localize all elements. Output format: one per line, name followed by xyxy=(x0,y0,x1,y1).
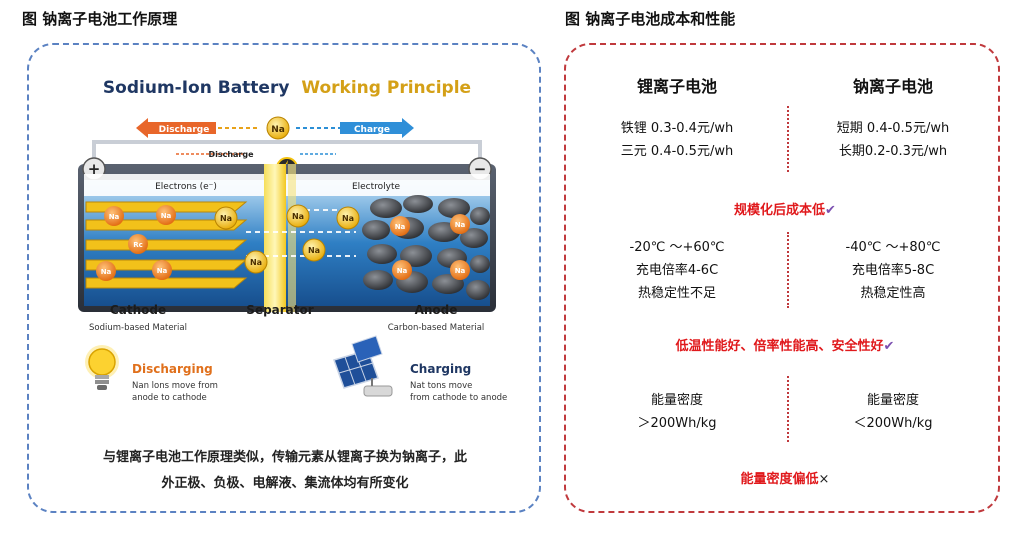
li-thermal-stability: 热稳定性不足 xyxy=(637,286,716,301)
na-ion-top xyxy=(266,116,290,140)
cost-divider xyxy=(787,106,789,172)
discharge-arrow-label: Discharge xyxy=(159,125,210,135)
performance-divider xyxy=(787,232,789,308)
na-ion-top-label: Na xyxy=(271,125,285,135)
check-icon: ✔ xyxy=(825,203,836,218)
svg-text:Na: Na xyxy=(161,212,172,220)
external-wire xyxy=(92,140,482,164)
li-cost-ternary: 三元 0.4-0.5元/wh xyxy=(620,144,734,159)
anode-label: Anode xyxy=(415,303,458,317)
energy-conclusion: 能量密度偏低× xyxy=(590,468,980,487)
discharging-desc-1: Nan lons move from xyxy=(132,381,218,391)
na-cost-short: 短期 0.4-0.5元/wh xyxy=(836,121,950,136)
charge-arrow-label: Charge xyxy=(354,125,390,135)
li-performance-cell: -20℃ ～+60℃ 充电倍率4-6C 热稳定性不足 xyxy=(592,236,762,305)
sodium-column-header: 钠离子电池 xyxy=(852,77,933,96)
diagram-title-part1: Sodium-Ion Battery xyxy=(103,78,290,98)
battery-diagram: Sodium-Ion Battery Working Principle Dis… xyxy=(78,78,507,403)
discharging-desc-2: anode to cathode xyxy=(132,393,207,403)
electrolyte-label: Electrolyte xyxy=(352,182,401,192)
left-panel-frame xyxy=(27,43,541,513)
discharging-title: Discharging xyxy=(132,362,213,376)
left-caption-line2: 外正极、负极、电解液、集流体均有所变化 xyxy=(161,476,409,491)
left-figure-title: 图 钠离子电池工作原理 xyxy=(22,10,178,28)
svg-text:Na: Na xyxy=(455,221,466,229)
anode-sub-label: Carbon-based Material xyxy=(388,323,485,333)
minus-sign: − xyxy=(474,160,487,178)
na-thermal-stability: 热稳定性高 xyxy=(860,286,926,301)
li-cost-lfp: 铁锂 0.3-0.4元/wh xyxy=(620,121,734,136)
right-panel-frame xyxy=(564,43,1000,513)
svg-text:Na: Na xyxy=(250,258,262,267)
svg-text:Na: Na xyxy=(308,246,320,255)
na-ions-moving: Na Na Na Na Na xyxy=(214,204,360,274)
svg-text:Na: Na xyxy=(101,268,112,276)
discharge-arrow xyxy=(136,118,216,138)
cost-conclusion-text: 规模化后成本低 xyxy=(734,203,826,218)
solar-panel-icon xyxy=(333,335,393,397)
discharge-small-label: Discharge xyxy=(208,150,254,159)
li-temp-range: -20℃ ～+60℃ xyxy=(629,240,725,255)
lightbulb-icon xyxy=(85,345,119,390)
na-cost-cell: 短期 0.4-0.5元/wh 长期0.2-0.3元/wh xyxy=(808,117,978,163)
separator xyxy=(264,164,286,312)
charging-title: Charging xyxy=(410,362,471,376)
svg-text:Na: Na xyxy=(220,214,232,223)
cost-conclusion: 规模化后成本低✔ xyxy=(590,199,980,218)
na-ions-anode: Na Na Na Na xyxy=(390,214,470,280)
lithium-column-header: 锂离子电池 xyxy=(636,77,717,96)
right-figure-title: 图 钠离子电池成本和性能 xyxy=(565,10,736,28)
na-cost-long: 长期0.2-0.3元/wh xyxy=(838,144,948,159)
left-caption-line1: 与锂离子电池工作原理类似，传输元素从锂离子换为钠离子，此 xyxy=(102,450,467,465)
svg-text:Na: Na xyxy=(395,223,406,231)
plus-sign: + xyxy=(88,160,101,178)
svg-text:Na: Na xyxy=(109,213,120,221)
performance-conclusion: 低温性能好、倍率性能高、安全性好✔ xyxy=(590,335,980,354)
na-energy-cell: 能量密度 ＜200Wh/kg xyxy=(808,389,978,435)
svg-text:Na: Na xyxy=(397,267,408,275)
cross-icon: × xyxy=(818,472,830,487)
na-energy-label: 能量密度 xyxy=(866,393,919,408)
na-temp-range: -40℃ ～+80℃ xyxy=(845,240,941,255)
charging-desc-2: from cathode to anode xyxy=(410,393,507,403)
li-cost-cell: 铁锂 0.3-0.4元/wh 三元 0.4-0.5元/wh xyxy=(592,117,762,163)
anode-carbon xyxy=(362,195,490,300)
na-ions-cathode: Na Na Rc Na Na xyxy=(96,205,176,281)
charging-desc-1: Nat tons move xyxy=(410,381,472,391)
li-energy-label: 能量密度 xyxy=(650,393,703,408)
li-charge-rate: 充电倍率4-6C xyxy=(635,263,719,278)
na-charge-rate: 充电倍率5-8C xyxy=(851,263,935,278)
li-energy-value: ＞200Wh/kg xyxy=(637,416,717,431)
svg-text:Sodium-Ion Battery Working: Sodium-Ion Battery Working Principle xyxy=(103,78,471,98)
performance-conclusion-text: 低温性能好、倍率性能高、安全性好 xyxy=(675,339,884,354)
cathode-label: Cathode xyxy=(110,303,166,317)
energy-divider xyxy=(787,376,789,442)
energy-conclusion-text: 能量密度偏低 xyxy=(740,472,819,487)
diagram-title-part2: Working Principle xyxy=(301,78,471,98)
na-performance-cell: -40℃ ～+80℃ 充电倍率5-8C 热稳定性高 xyxy=(808,236,978,305)
svg-text:Na: Na xyxy=(342,214,354,223)
svg-text:Rc: Rc xyxy=(133,241,143,249)
svg-text:Na: Na xyxy=(292,212,304,221)
svg-text:Na: Na xyxy=(455,267,466,275)
na-energy-value: ＜200Wh/kg xyxy=(853,416,933,431)
li-energy-cell: 能量密度 ＞200Wh/kg xyxy=(592,389,762,435)
cathode-sub-label: Sodium-based Material xyxy=(89,323,187,333)
separator-label: Separator xyxy=(246,303,313,317)
check-icon: ✔ xyxy=(883,339,895,354)
svg-text:Na: Na xyxy=(157,267,168,275)
electrons-label: Electrons (e⁻) xyxy=(155,182,217,192)
charge-arrow xyxy=(340,118,414,138)
